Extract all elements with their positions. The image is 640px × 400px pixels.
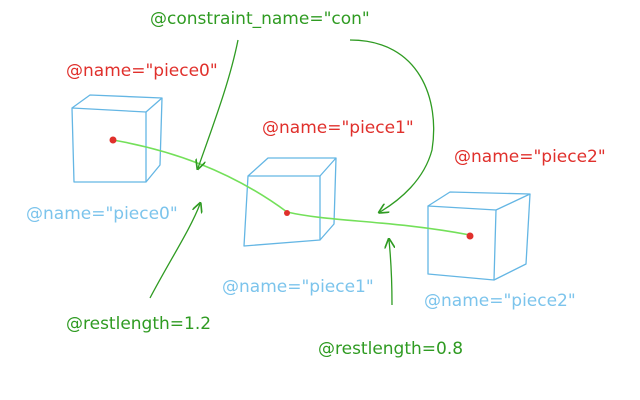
label-constraint-name: @constraint_name="con" <box>150 9 370 29</box>
label-blue-piece1: @name="piece1" <box>222 277 374 297</box>
anchor-point-piece0 <box>109 136 117 144</box>
anchor-point-piece2 <box>466 232 474 240</box>
arrow-constraint-left <box>198 39 239 168</box>
label-red-piece2: @name="piece2" <box>454 147 606 167</box>
label-blue-piece2: @name="piece2" <box>424 291 576 311</box>
cube-piece0 <box>71 94 163 183</box>
label-red-piece0: @name="piece0" <box>66 61 218 81</box>
cube-piece1 <box>243 157 337 247</box>
label-red-piece1: @name="piece1" <box>262 118 414 138</box>
cube-piece2 <box>427 191 531 281</box>
arrow-constraint-right <box>349 39 435 212</box>
label-restlength-b: @restlength=0.8 <box>318 339 463 359</box>
arrow-restlength-a <box>149 204 200 299</box>
anchor-point-piece1 <box>284 210 290 216</box>
arrow-restlength-b <box>389 240 392 306</box>
label-restlength-a: @restlength=1.2 <box>66 314 211 334</box>
label-blue-piece0: @name="piece0" <box>26 204 178 224</box>
